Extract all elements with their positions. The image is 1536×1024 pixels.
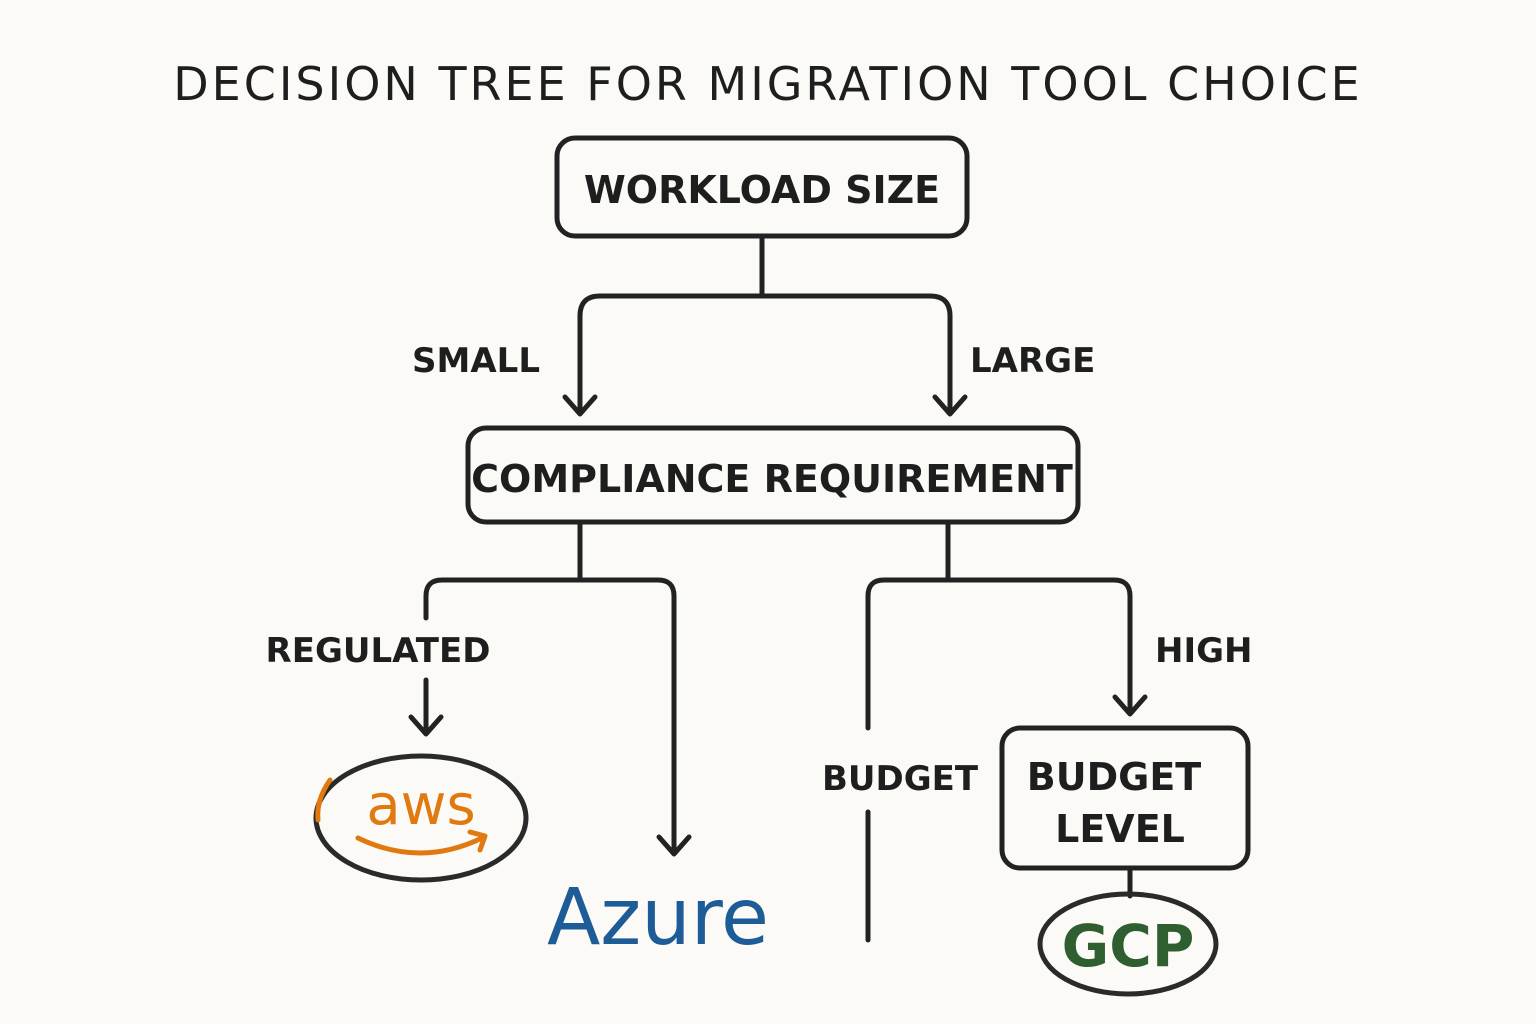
node-label: COMPLIANCE REQUIREMENT <box>471 457 1073 501</box>
connector-compliance-right <box>865 521 1148 943</box>
edge-label-small: SMALL <box>412 341 540 381</box>
arrow-regulated <box>408 714 444 737</box>
aws-wordmark: aws <box>366 773 475 838</box>
node-label: WORKLOAD SIZE <box>584 168 940 212</box>
aws-smile-icon <box>355 835 485 856</box>
outcome-azure-wordmark: Azure <box>547 873 769 963</box>
edge-label-high: HIGH <box>1155 631 1252 671</box>
edge-label-regulated: REGULATED <box>266 631 491 671</box>
node-label-line-2: LEVEL <box>1055 807 1185 851</box>
gcp-wordmark: GCP <box>1062 912 1195 980</box>
edge-label-large: LARGE <box>970 341 1095 381</box>
node-compliance-requirement: COMPLIANCE REQUIREMENT <box>465 425 1081 525</box>
arrow-large <box>932 394 968 417</box>
arrow-small <box>562 394 598 417</box>
edge-label-budget: BUDGET <box>822 759 979 799</box>
node-box <box>999 725 1251 871</box>
node-budget-level: BUDGET LEVEL <box>999 725 1251 871</box>
node-box <box>465 425 1081 525</box>
gcp-ellipse <box>1037 891 1219 997</box>
arrow-high <box>1112 694 1148 717</box>
arrow-azure <box>656 834 692 857</box>
connector-compliance-left <box>408 521 692 857</box>
outcome-gcp-logo: GCP <box>1037 891 1219 997</box>
outcome-aws-logo: aws <box>313 753 529 883</box>
diagram-title: DECISION TREE FOR MIGRATION TOOL CHOICE <box>173 57 1362 111</box>
connector-workload-branches <box>562 235 968 417</box>
node-label-line-1: BUDGET <box>1027 755 1202 799</box>
node-workload-size: WORKLOAD SIZE <box>554 135 970 239</box>
